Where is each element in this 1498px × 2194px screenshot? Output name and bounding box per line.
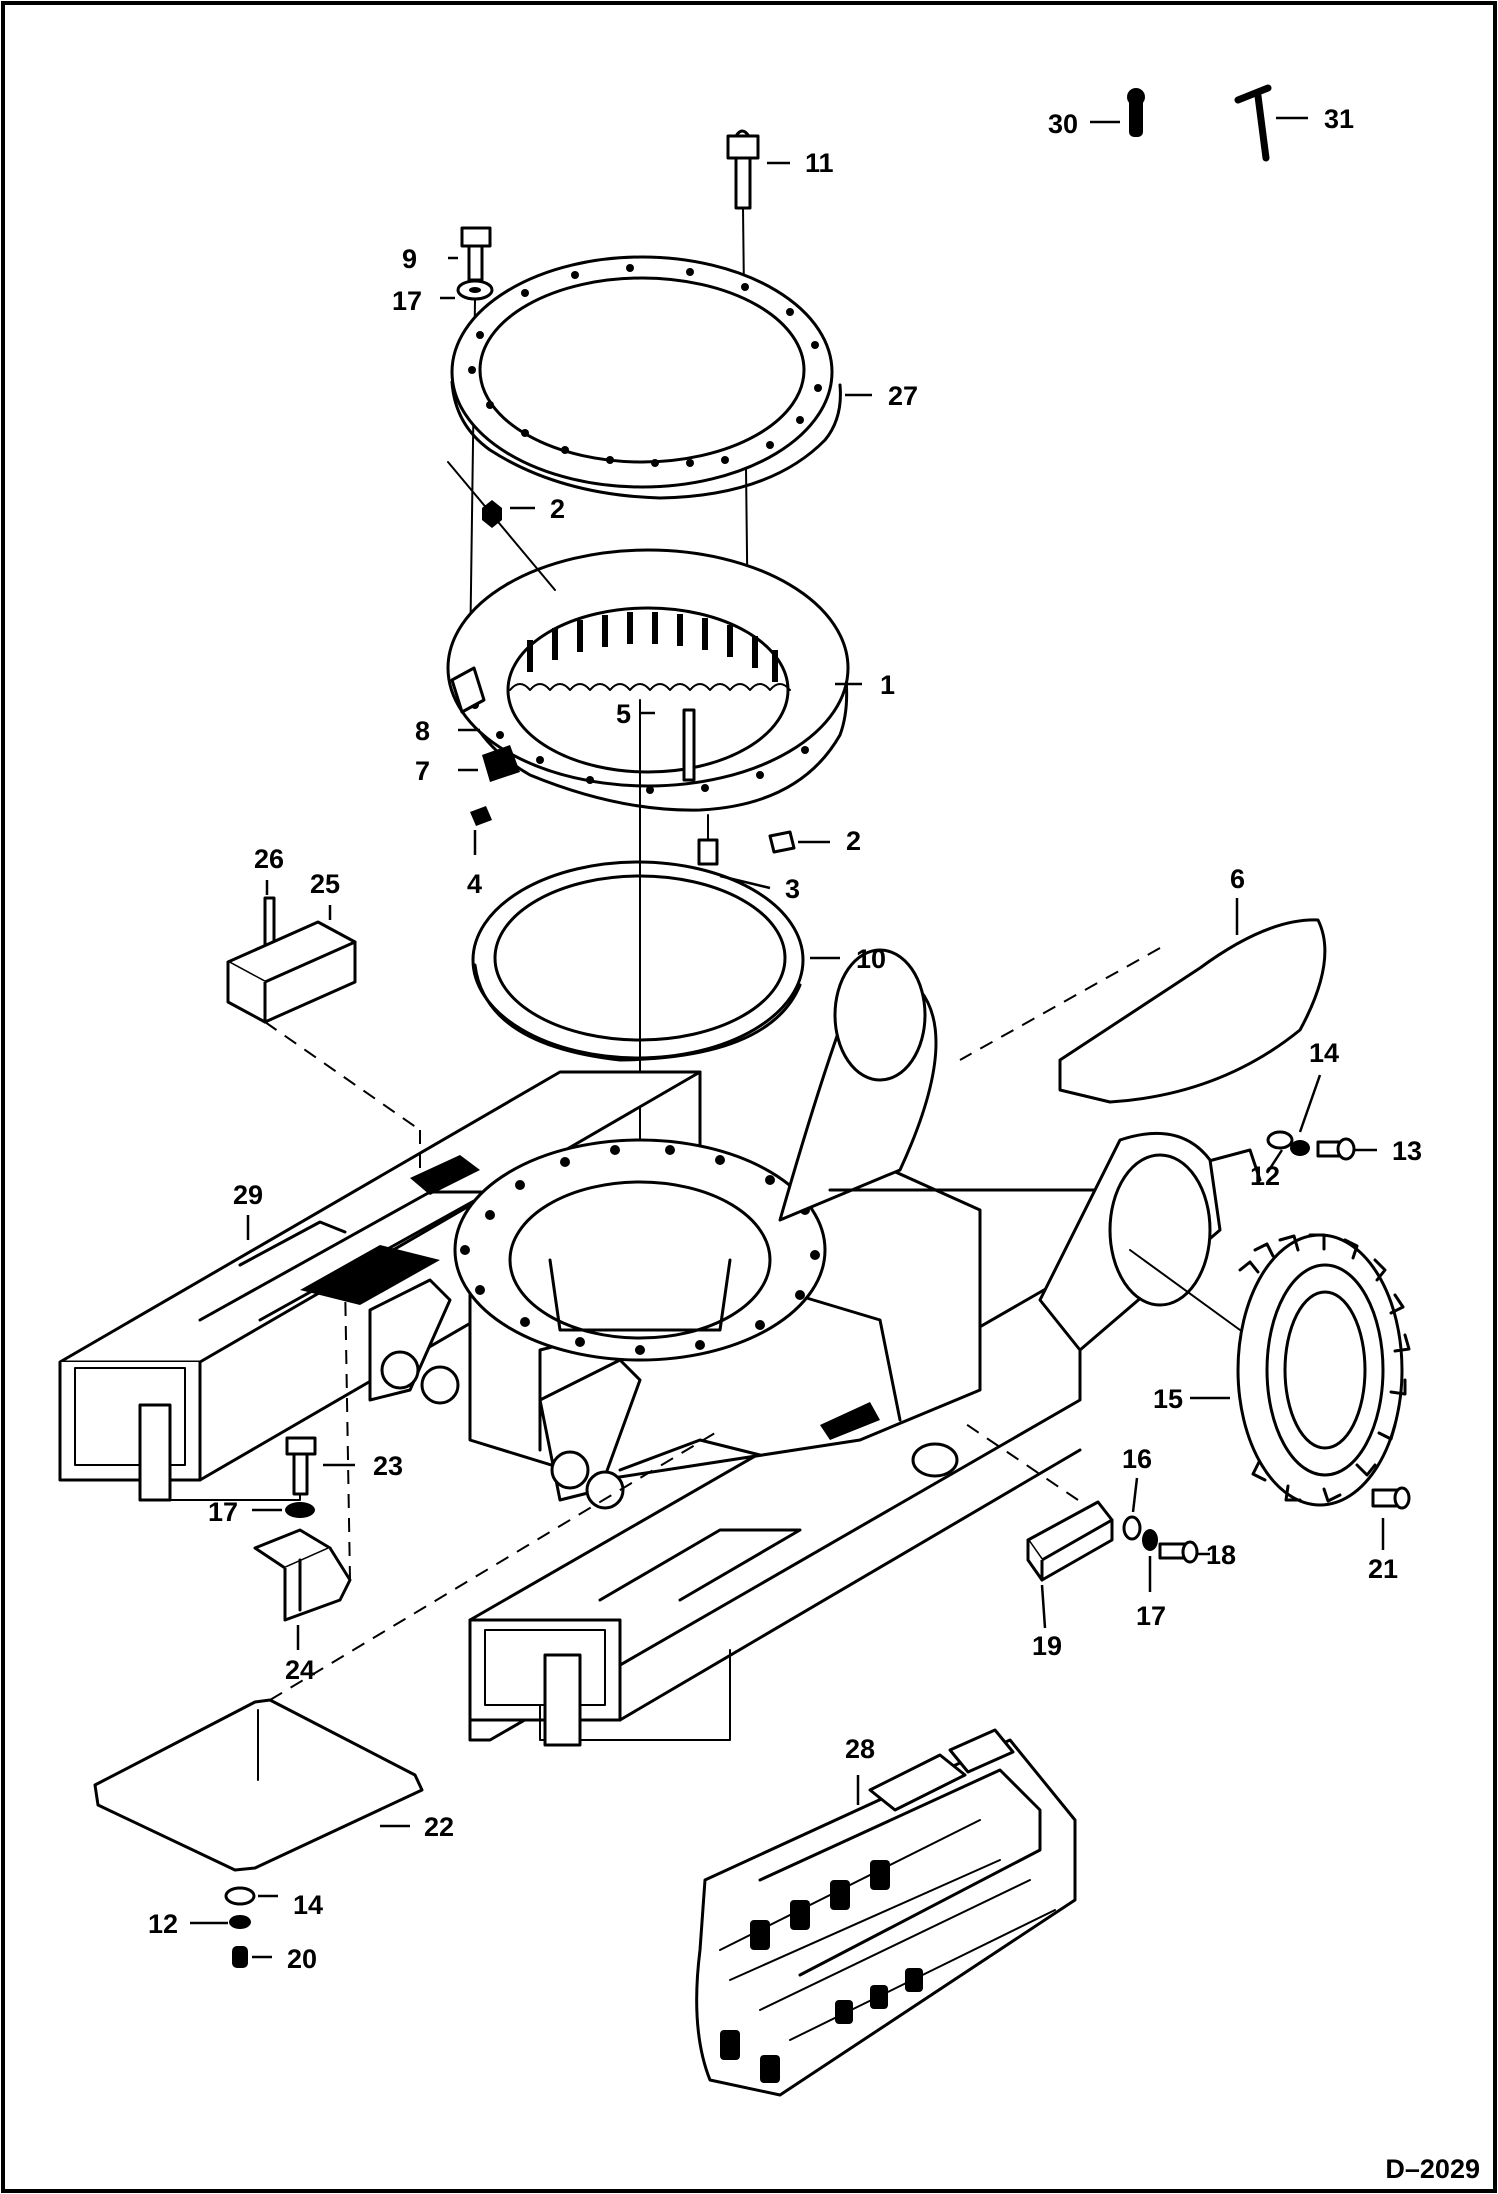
callout-c31: 31 xyxy=(1324,104,1354,134)
callout-c26: 26 xyxy=(254,844,284,874)
callout-labels: 1223456789101112121314141516171717181920… xyxy=(148,104,1422,1974)
callout-c9: 9 xyxy=(402,244,417,274)
callout-c8: 8 xyxy=(415,716,430,746)
callout-c17a: 17 xyxy=(392,286,422,316)
part-5-pin xyxy=(682,708,696,782)
part-8-shim xyxy=(450,666,486,714)
callout-c12b: 12 xyxy=(148,1909,178,1939)
part-26-bolt xyxy=(263,896,276,950)
callout-c27: 27 xyxy=(888,381,918,411)
part-18-bolt-plate xyxy=(1158,1540,1199,1564)
part-23-bolt xyxy=(285,1436,317,1496)
callout-c7: 7 xyxy=(415,756,430,786)
part-10-seal xyxy=(471,860,805,1062)
callout-c13: 13 xyxy=(1392,1136,1422,1166)
figure-id: D–2029 xyxy=(1385,2154,1480,2184)
part-19-plate xyxy=(959,1419,1114,1582)
callout-c11: 11 xyxy=(805,148,834,178)
callout-c5: 5 xyxy=(616,699,631,729)
callout-c22: 22 xyxy=(424,1812,454,1842)
callout-c15: 15 xyxy=(1153,1384,1183,1414)
part-31-t-wrench xyxy=(1234,84,1272,162)
part-15-sprocket xyxy=(1129,1233,1411,1507)
part-30-grease-fitting xyxy=(1127,88,1145,137)
part-12-lockwasher-cover xyxy=(1290,1140,1310,1156)
callout-c16: 16 xyxy=(1122,1444,1152,1474)
part-16-washer xyxy=(1122,1515,1142,1541)
callout-c17c: 17 xyxy=(1136,1601,1166,1631)
callout-c2a: 2 xyxy=(550,494,565,524)
callout-c19: 19 xyxy=(1032,1631,1062,1661)
callout-c21: 21 xyxy=(1368,1554,1398,1584)
part-14-washer-cover xyxy=(1266,1130,1294,1150)
callout-c24: 24 xyxy=(285,1655,315,1685)
callout-c10: 10 xyxy=(856,944,886,974)
part-14-washer-bottom xyxy=(224,1886,256,1906)
part-22-cover xyxy=(93,1429,721,1872)
callout-c30: 30 xyxy=(1048,109,1078,139)
callout-c18: 18 xyxy=(1206,1540,1236,1570)
callout-c6: 6 xyxy=(1230,864,1245,894)
part-29-track-frame xyxy=(58,948,1262,1747)
callout-c29: 29 xyxy=(233,1180,263,1210)
callout-c25: 25 xyxy=(310,869,340,899)
part-2-fitting-top xyxy=(482,500,502,528)
leader-lines xyxy=(190,116,1385,1959)
callout-c4: 4 xyxy=(467,869,482,899)
part-17-washer-top xyxy=(456,279,494,661)
part-17-washer-bracket xyxy=(285,1502,315,1518)
part-28-rubber-track xyxy=(695,1728,1077,2097)
callout-c17b: 17 xyxy=(208,1497,238,1527)
callout-c23: 23 xyxy=(373,1451,403,1481)
part-27-mounting-ring xyxy=(450,255,842,500)
part-20-bolt-bottom xyxy=(232,1946,248,1968)
callout-c1: 1 xyxy=(880,670,895,700)
part-24-bracket xyxy=(253,1279,352,1622)
callout-c12a: 12 xyxy=(1250,1161,1280,1191)
part-4-fitting xyxy=(470,806,492,826)
part-12-lockwasher-bottom xyxy=(229,1915,251,1929)
callout-c20: 20 xyxy=(287,1944,317,1974)
part-2-fitting-lower xyxy=(768,830,796,854)
part-21-bolt xyxy=(1371,1486,1411,1510)
part-9-bolt xyxy=(460,226,492,282)
part-1-swing-bearing xyxy=(446,461,850,812)
callout-c14b: 14 xyxy=(293,1890,323,1920)
part-17-lockwasher-plate xyxy=(1142,1529,1158,1551)
callout-c3: 3 xyxy=(785,874,800,904)
part-25-pad xyxy=(226,920,421,1180)
part-6-cover xyxy=(959,918,1327,1104)
callout-c14a: 14 xyxy=(1309,1038,1339,1068)
callout-c2b: 2 xyxy=(846,826,861,856)
callout-c28: 28 xyxy=(845,1734,875,1764)
part-7-shim xyxy=(482,745,520,782)
part-13-bolt-cover xyxy=(1316,1137,1356,1161)
part-3-plug xyxy=(697,814,719,866)
